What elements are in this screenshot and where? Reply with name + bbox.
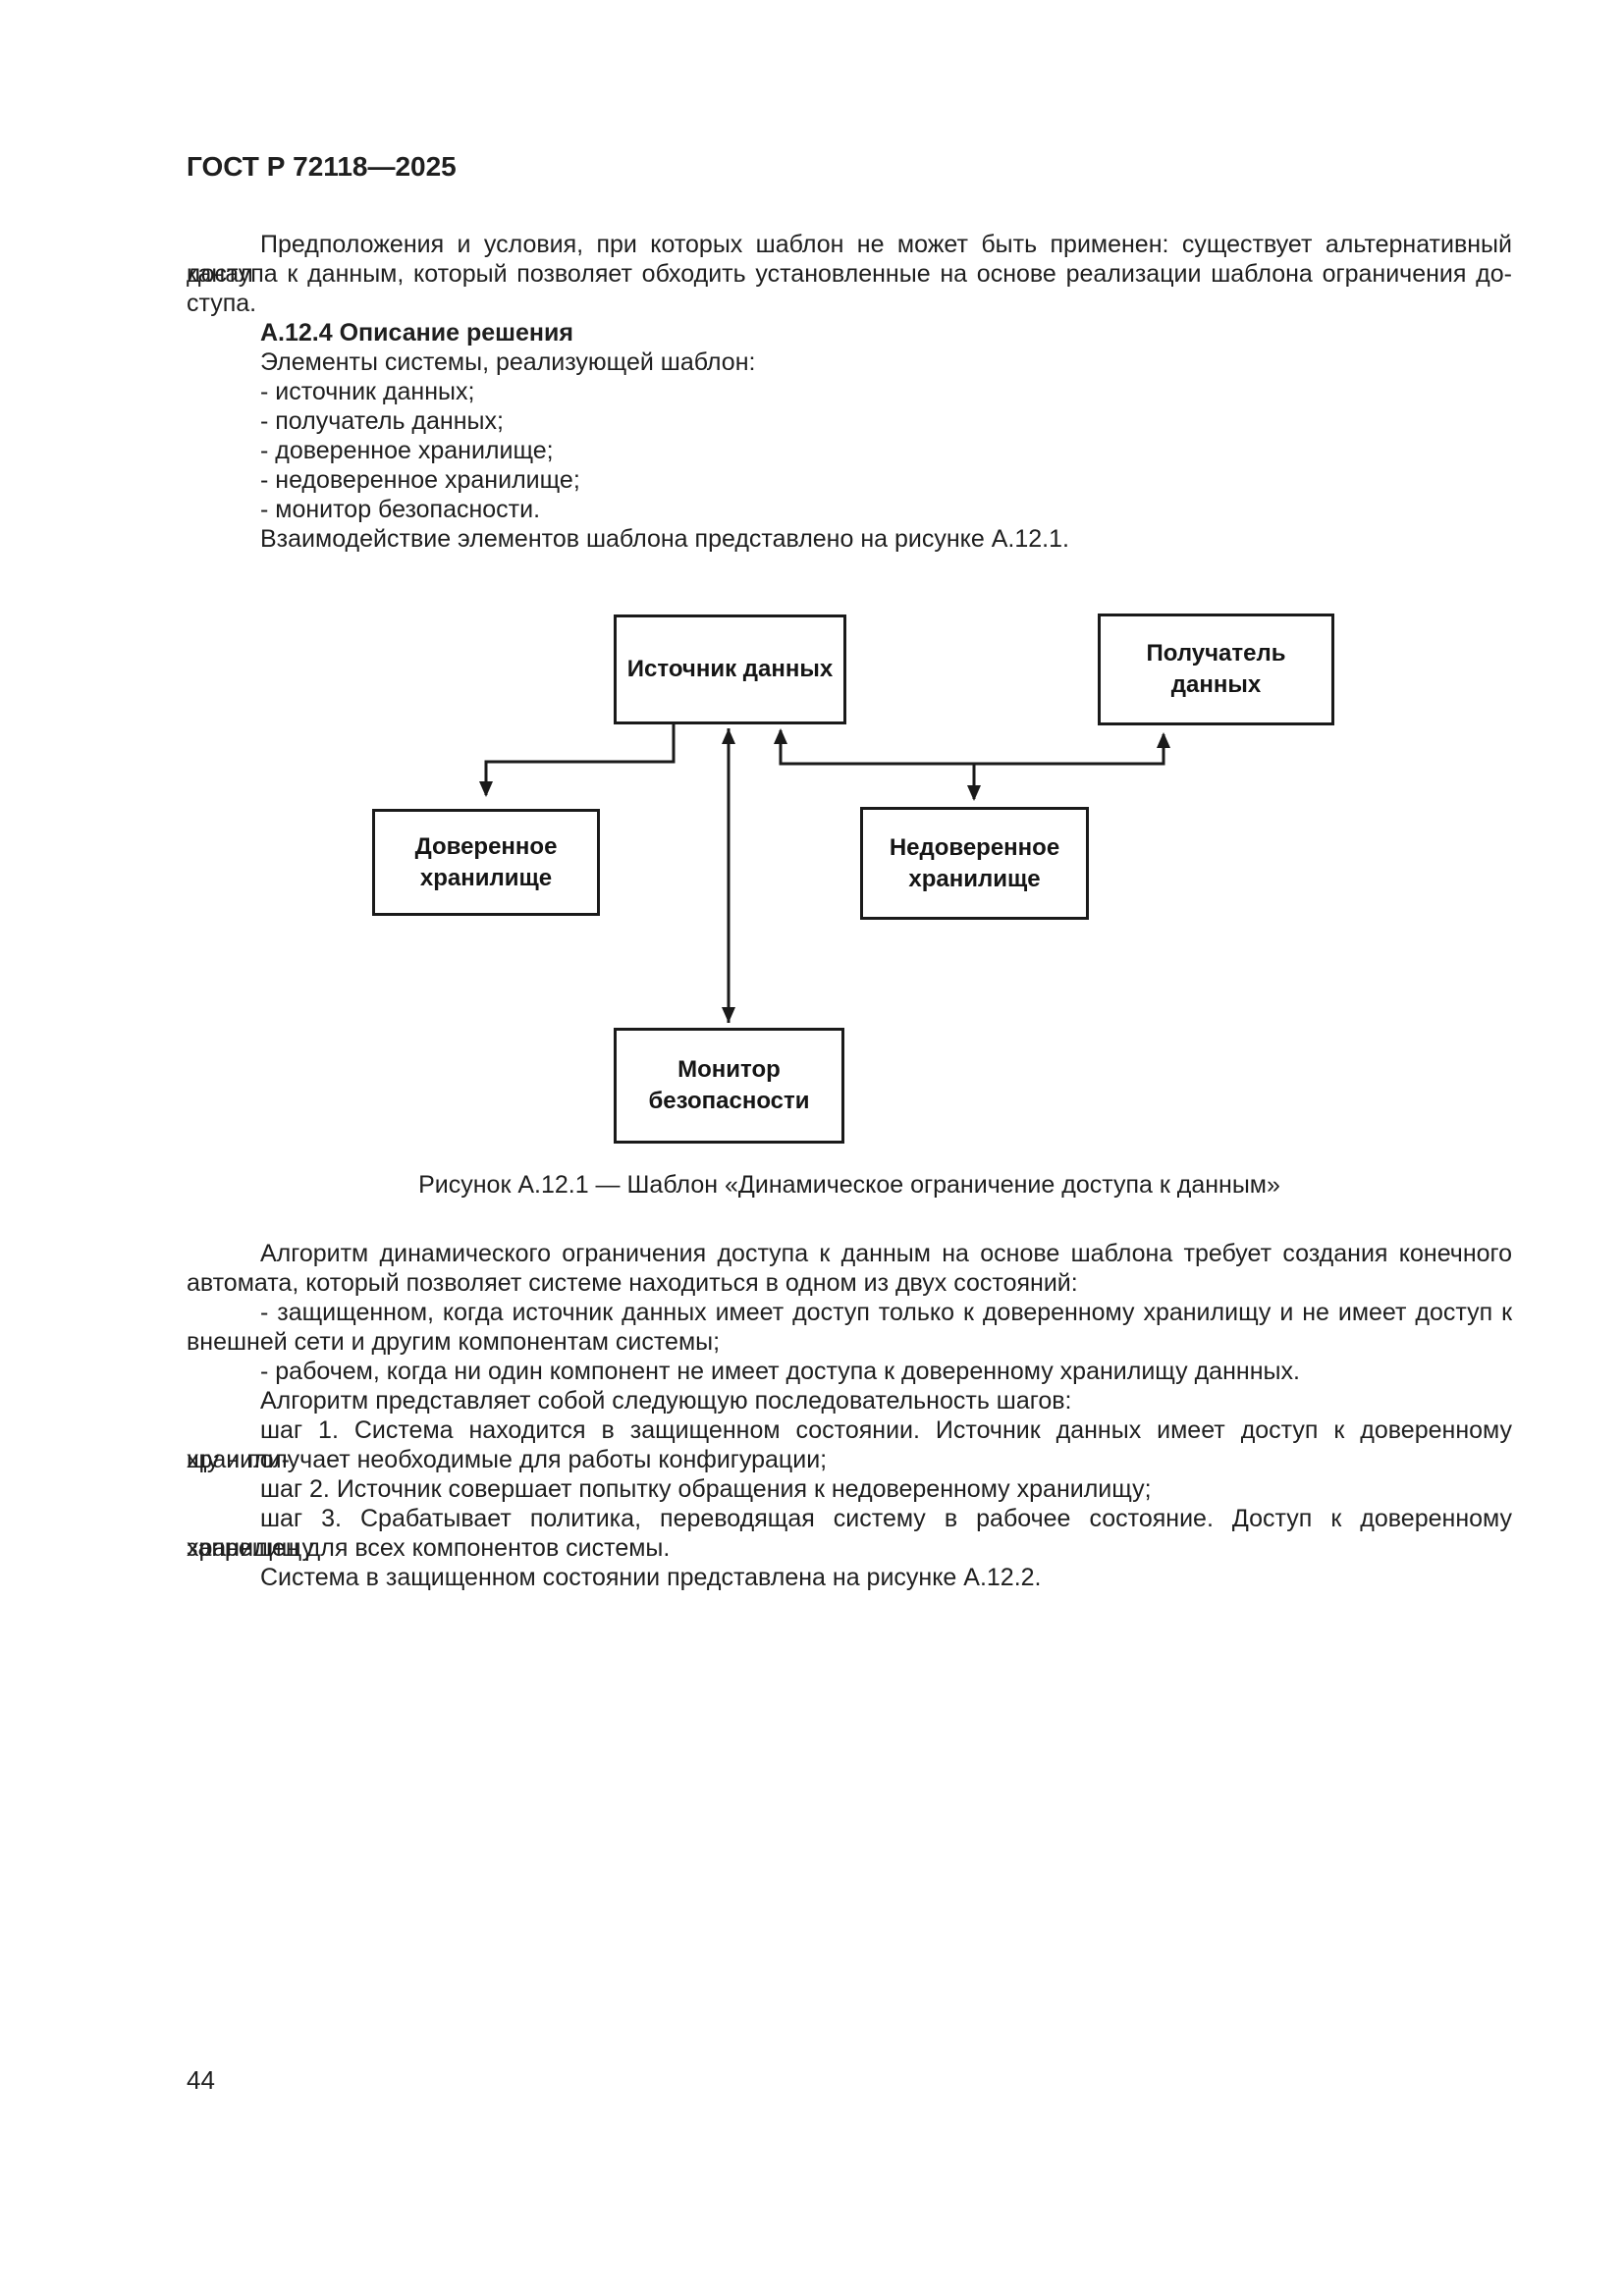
section-heading: А.12.4 Описание решения <box>260 319 573 347</box>
text-line: щу и получает необходимые для работы кон… <box>187 1446 828 1473</box>
connector-source-trusted <box>479 724 676 797</box>
text-line: шаг 3. Срабатывает политика, переводящая… <box>187 1505 1512 1562</box>
list-item: - доверенное хранилище; <box>260 437 554 464</box>
list-item: - получатель данных; <box>260 407 504 435</box>
diagram-box-trusted-storage: Доверенное хранилище <box>372 809 600 916</box>
text-line: запрещен для всех компонентов системы. <box>187 1534 671 1562</box>
text-line: шаг 2. Источник совершает попытку обраще… <box>260 1475 1152 1503</box>
intro-paragraph: Предположения и условия, при которых шаб… <box>187 230 1512 554</box>
text-line: Система в защищенном состоянии представл… <box>260 1564 1042 1591</box>
text-line: Алгоритм представляет собой следующую по… <box>260 1387 1072 1415</box>
diagram-box-label: Источник данных <box>626 656 834 683</box>
diagram-box-data-receiver: Получатель данных <box>1098 614 1334 725</box>
text-line: Алгоритм динамического ограничения досту… <box>260 1240 1512 1267</box>
list-item: - источник данных; <box>260 378 475 405</box>
diagram-box-security-monitor: Монитор безопасности <box>614 1028 844 1144</box>
algorithm-paragraph: Алгоритм динамического ограничения досту… <box>187 1239 1512 1592</box>
text-line: автомата, который позволяет системе нахо… <box>187 1269 1078 1297</box>
text-line: Предположения и условия, при которых шаб… <box>187 231 1512 288</box>
list-lead: Элементы системы, реализующей шаблон: <box>260 348 756 376</box>
page-number: 44 <box>187 2065 215 2095</box>
list-item: - недоверенное хранилище; <box>260 466 580 494</box>
text-line: доступа к данным, который позволяет обхо… <box>187 260 1512 288</box>
diagram-box-untrusted-storage: Недоверенное хранилище <box>860 807 1089 920</box>
diagram-box-label: Получатель данных <box>1146 640 1286 698</box>
connector-source-receiver <box>779 732 1170 766</box>
figure-caption: Рисунок А.12.1 — Шаблон «Динамическое ог… <box>418 1171 1280 1199</box>
interaction-note: Взаимодействие элементов шаблона предста… <box>260 525 1069 553</box>
text-line: - защищенном, когда источник данных имее… <box>260 1299 1512 1326</box>
text-line: ступа. <box>187 290 257 317</box>
text-line: шаг 1. Система находится в защищенном со… <box>187 1416 1512 1473</box>
diagram-box-label: Доверенное хранилище <box>414 832 558 891</box>
text-line: - рабочем, когда ни один компонент не им… <box>260 1358 1300 1385</box>
running-header: ГОСТ Р 72118—2025 <box>187 151 457 182</box>
diagram-box-label: Монитор безопасности <box>648 1056 810 1114</box>
text-line: внешней сети и другим компонентам систем… <box>187 1328 721 1356</box>
list-item: - монитор безопасности. <box>260 496 541 523</box>
diagram-box-label: Недоверенное хранилище <box>889 833 1060 892</box>
diagram-box-data-source: Источник данных <box>614 614 846 724</box>
